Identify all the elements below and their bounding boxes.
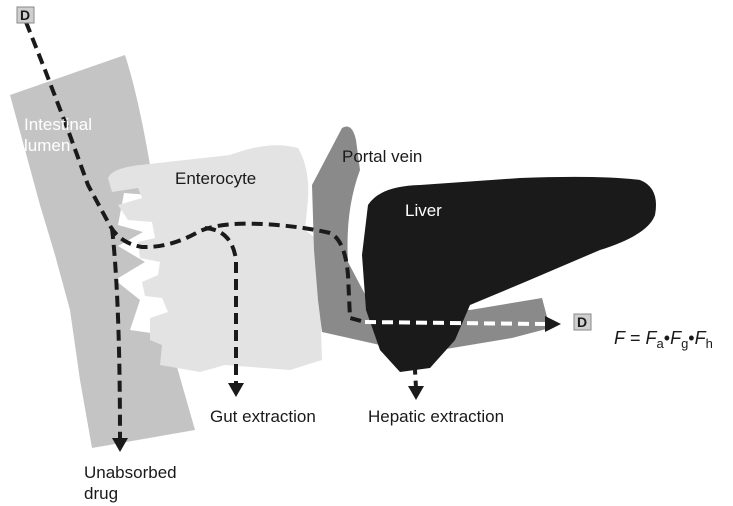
liver-label: Liver — [405, 201, 442, 220]
arrowhead-systemic — [545, 316, 561, 332]
unabsorbed-drug-label-line2: drug — [84, 484, 118, 503]
arrowhead-gut-extraction — [228, 383, 244, 397]
drug-start-label: D — [20, 7, 30, 23]
drug-end-box: D — [574, 314, 591, 330]
arrowhead-unabsorbed — [112, 438, 128, 452]
bioavailability-formula: F = Fa•Fg•Fh — [614, 328, 713, 351]
arrowhead-hepatic-extraction — [408, 386, 424, 400]
intestinal-lumen-label-line2: lumen — [24, 136, 70, 155]
hepatic-extraction-label: Hepatic extraction — [368, 407, 504, 426]
drug-start-box: D — [17, 7, 34, 23]
portal-vein-label: Portal vein — [342, 147, 422, 166]
unabsorbed-drug-label-line1: Unabsorbed — [84, 463, 177, 482]
enterocyte-label: Enterocyte — [175, 169, 256, 188]
drug-end-label: D — [577, 314, 587, 330]
gut-extraction-label: Gut extraction — [210, 407, 316, 426]
intestinal-lumen-label-line1: Intestinal — [24, 115, 92, 134]
